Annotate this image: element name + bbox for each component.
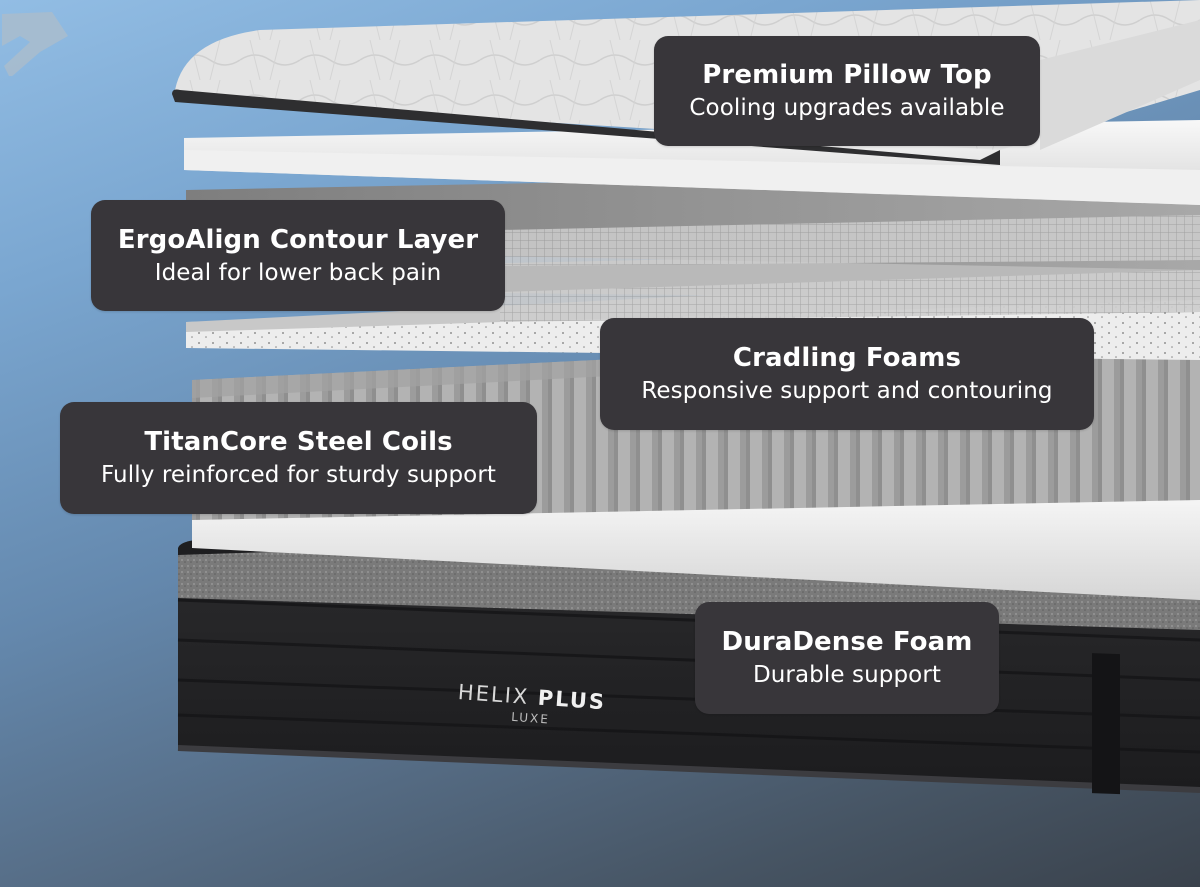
callout-title: TitanCore Steel Coils	[144, 427, 453, 457]
callout-titancore-steel-coils: TitanCore Steel Coils Fully reinforced f…	[60, 402, 537, 514]
brand-name-bold: PLUS	[537, 685, 607, 715]
callout-subtitle: Fully reinforced for sturdy support	[100, 462, 497, 488]
callout-cradling-foams: Cradling Foams Responsive support and co…	[600, 318, 1094, 430]
callout-title: Cradling Foams	[732, 343, 962, 373]
callout-subtitle: Responsive support and contouring	[641, 378, 1053, 404]
callout-ergoalign-contour-layer: ErgoAlign Contour Layer Ideal for lower …	[91, 200, 505, 311]
brand-name-light: HELIX	[457, 680, 531, 709]
callout-title: Premium Pillow Top	[702, 60, 992, 90]
callout-title: ErgoAlign Contour Layer	[117, 224, 479, 255]
callout-subtitle: Durable support	[752, 662, 942, 688]
callout-subtitle: Cooling upgrades available	[689, 95, 1005, 121]
callout-premium-pillow-top: Premium Pillow Top Cooling upgrades avai…	[654, 36, 1040, 146]
callout-subtitle: Ideal for lower back pain	[154, 259, 442, 286]
callout-duradense-foam: DuraDense Foam Durable support	[695, 602, 999, 714]
background-swoosh-mark	[2, 12, 68, 76]
callout-title: DuraDense Foam	[721, 627, 973, 657]
